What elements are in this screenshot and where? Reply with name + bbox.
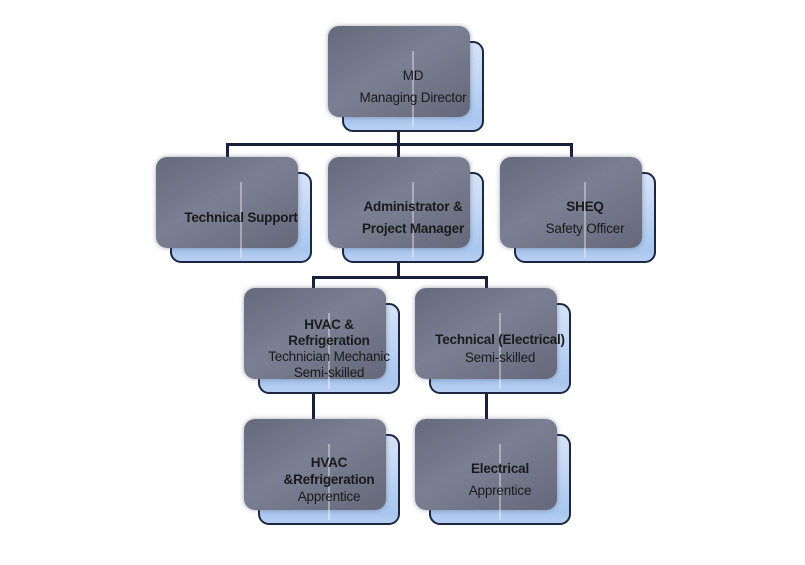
node-text-line: Safety Officer <box>545 220 625 236</box>
node-text-line: Project Manager <box>361 220 465 236</box>
org-node-managing-director: MD Managing Director <box>328 26 484 132</box>
node-text-line: Technical Support <box>184 209 298 225</box>
org-node-hvac-refrigeration-technician: HVAC & Refrigeration Technician Mechanic… <box>244 288 400 394</box>
org-node-electrical-apprentice: Electrical Apprentice <box>415 419 571 525</box>
org-node-administrator-project-manager: Administrator & Project Manager <box>328 157 484 263</box>
org-node-hvac-refrigeration-apprentice: HVAC &Refrigeration Apprentice <box>244 419 400 525</box>
node-text-line: SHEQ <box>566 198 604 214</box>
node-text-line: HVAC & <box>304 316 354 332</box>
node-text-line: Apprentice <box>468 482 532 498</box>
node-text-line: Managing Director <box>359 89 467 105</box>
node-text-line: Electrical <box>470 460 530 476</box>
node-text-line: &Refrigeration <box>283 472 375 487</box>
org-node-sheq-safety-officer: SHEQ Safety Officer <box>500 157 656 263</box>
node-text-line: MD <box>402 67 424 83</box>
node-text-line: Semi-skilled <box>464 349 536 365</box>
node-text-line: Semi-skilled <box>293 364 365 380</box>
connector-md-to-level2 <box>397 100 400 178</box>
connector-level3-bus <box>312 276 488 279</box>
connector-level2-bus <box>226 143 573 146</box>
node-text-line: Administrator & <box>363 198 463 214</box>
node-text-line: Technician Mechanic <box>268 348 390 364</box>
connector-hvac-to-apprentice <box>312 380 315 438</box>
org-node-technical-electrical: Technical (Electrical) Semi-skilled <box>415 288 571 394</box>
node-text-line: Technical (Electrical) <box>435 331 565 347</box>
node-text-line: Refrigeration <box>288 332 370 348</box>
org-node-technical-support: Technical Support <box>156 157 312 263</box>
connector-electrical-to-apprentice <box>485 380 488 438</box>
node-text-line: HVAC <box>310 455 348 470</box>
node-text-line: Apprentice <box>297 489 361 504</box>
